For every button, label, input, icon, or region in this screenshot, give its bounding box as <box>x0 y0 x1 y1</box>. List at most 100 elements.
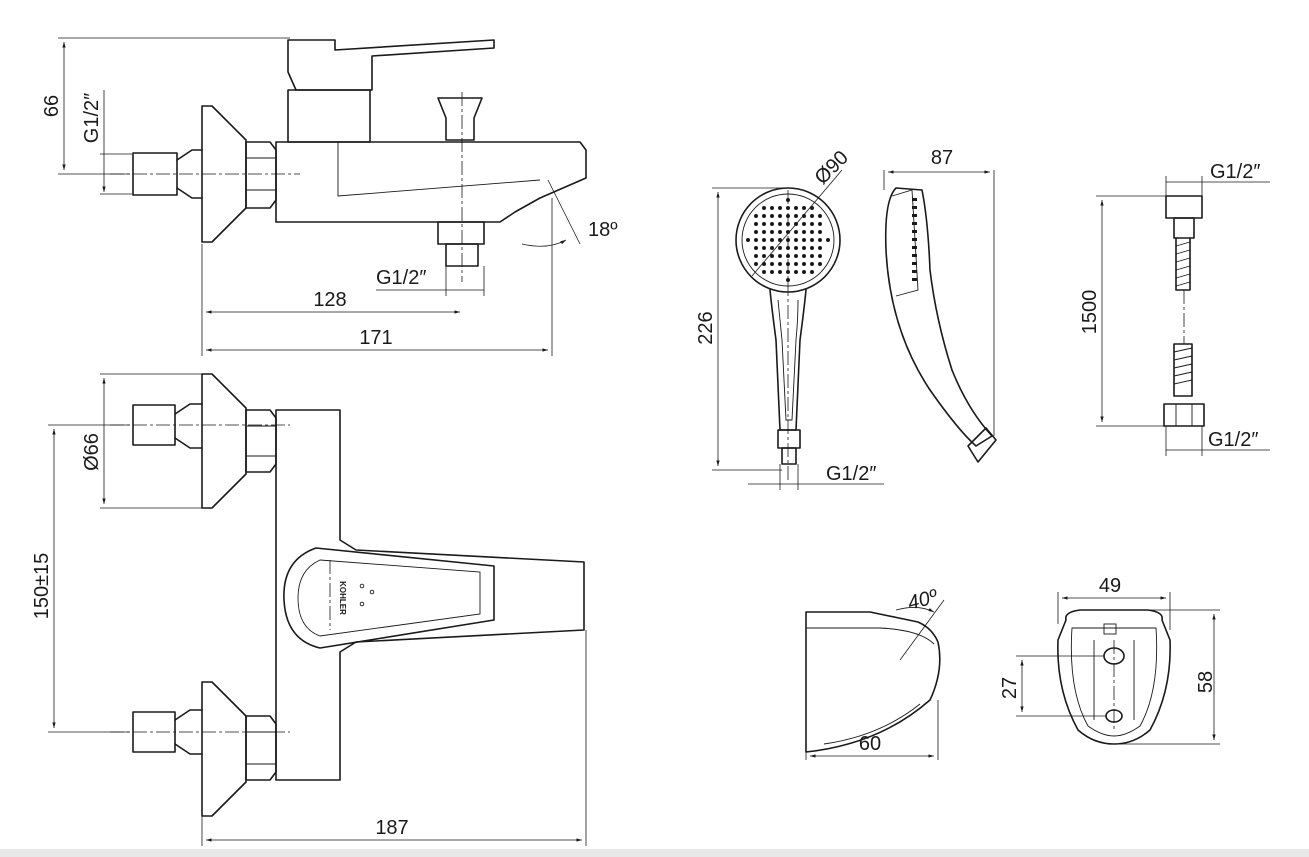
spray-hole <box>762 254 766 258</box>
spray-hole <box>810 262 814 266</box>
spray-hole <box>770 254 774 258</box>
spray-hole <box>770 222 774 226</box>
brand-logo: KOHLER <box>338 581 347 615</box>
spray-holes <box>746 198 830 282</box>
dim-centers: 150±15 <box>31 553 53 620</box>
spray-hole <box>778 246 782 250</box>
spray-hole <box>818 246 822 250</box>
spray-hole <box>802 246 806 250</box>
side-spray-nozzle <box>912 254 917 257</box>
spray-hole <box>754 254 758 258</box>
side-spray-nozzle <box>912 230 917 233</box>
spray-hole <box>810 230 814 234</box>
dim-holder-height: 58 <box>1195 671 1217 693</box>
spray-hole <box>770 206 774 210</box>
side-spray-nozzle <box>912 278 917 281</box>
spray-hole <box>794 214 798 218</box>
spray-hole <box>778 206 782 210</box>
spray-hole <box>810 222 814 226</box>
spray-hole <box>794 246 798 250</box>
spray-hole <box>802 238 806 242</box>
spray-hole <box>802 262 806 266</box>
side-spray-nozzle <box>912 222 917 225</box>
spray-hole <box>762 222 766 226</box>
spray-hole <box>802 254 806 258</box>
spray-hole <box>810 246 814 250</box>
dim-flange-diameter: Ø66 <box>81 433 103 471</box>
spray-hole <box>794 270 798 274</box>
side-spray-nozzle <box>912 246 917 249</box>
dim-holder-angle: 40º <box>905 585 941 614</box>
spray-hole <box>770 246 774 250</box>
dim-overall-width: 187 <box>375 817 408 839</box>
spray-hole <box>770 238 774 242</box>
spray-hole <box>770 262 774 266</box>
spray-hole <box>786 278 790 282</box>
shower-hose <box>1096 176 1270 456</box>
dim-handshower-depth: 87 <box>931 147 953 169</box>
side-spray-nozzle <box>912 262 917 265</box>
spray-hole <box>770 270 774 274</box>
spray-hole <box>778 254 782 258</box>
spray-hole <box>794 206 798 210</box>
spray-hole <box>778 214 782 218</box>
dim-hose-bottom-thread: G1/2″ <box>1208 429 1258 451</box>
side-spray-nozzle <box>912 206 917 209</box>
spray-hole <box>778 270 782 274</box>
holder-side-view <box>805 599 945 760</box>
spray-hole <box>770 230 774 234</box>
dim-outlet-thread: G1/2″ <box>376 267 426 289</box>
spray-hole <box>802 206 806 210</box>
dim-hose-top-thread: G1/2″ <box>1210 161 1260 183</box>
spray-hole <box>778 238 782 242</box>
side-spray-nozzle <box>912 214 917 217</box>
dim-outlet-distance: 128 <box>313 289 346 311</box>
holder-front-view <box>1016 592 1220 745</box>
spray-hole <box>810 254 814 258</box>
dim-head-diameter: Ø90 <box>811 147 853 189</box>
spray-hole <box>826 238 830 242</box>
spray-hole <box>754 214 758 218</box>
spray-hole <box>794 254 798 258</box>
spray-hole <box>762 238 766 242</box>
spray-hole <box>818 254 822 258</box>
spray-hole <box>802 230 806 234</box>
side-spray-nozzle <box>912 198 917 201</box>
spray-hole <box>802 270 806 274</box>
spray-hole <box>778 230 782 234</box>
spray-hole <box>754 230 758 234</box>
spray-hole <box>810 214 814 218</box>
spray-hole <box>794 238 798 242</box>
mixer-side-view <box>58 37 587 356</box>
spray-hole <box>794 262 798 266</box>
dim-handshower-thread: G1/2″ <box>826 463 876 485</box>
spray-hole <box>818 230 822 234</box>
spray-hole <box>778 262 782 266</box>
spray-hole <box>754 238 758 242</box>
spray-hole <box>818 222 822 226</box>
spray-hole <box>770 214 774 218</box>
spray-hole <box>810 270 814 274</box>
spray-hole <box>810 238 814 242</box>
spray-hole <box>746 238 750 242</box>
spray-hole <box>754 222 758 226</box>
mixer-front-view <box>48 373 587 846</box>
dim-holder-depth: 60 <box>859 733 881 755</box>
spray-hole <box>818 262 822 266</box>
spray-hole <box>762 270 766 274</box>
handshower-side-view <box>883 170 997 463</box>
spray-hole <box>802 214 806 218</box>
side-spray-nozzle <box>912 270 917 273</box>
dim-handshower-length: 226 <box>695 311 717 344</box>
bottom-edge-strip <box>0 849 1309 857</box>
spray-hole <box>762 206 766 210</box>
dim-side-inlet-thread: G1/2″ <box>81 93 103 143</box>
spray-hole <box>794 230 798 234</box>
dim-spout-angle: 18º <box>588 219 618 241</box>
spray-hole <box>762 230 766 234</box>
handshower-front-view <box>712 169 884 490</box>
spray-hole <box>818 214 822 218</box>
spray-hole <box>754 262 758 266</box>
side-spray-holes <box>912 198 917 281</box>
